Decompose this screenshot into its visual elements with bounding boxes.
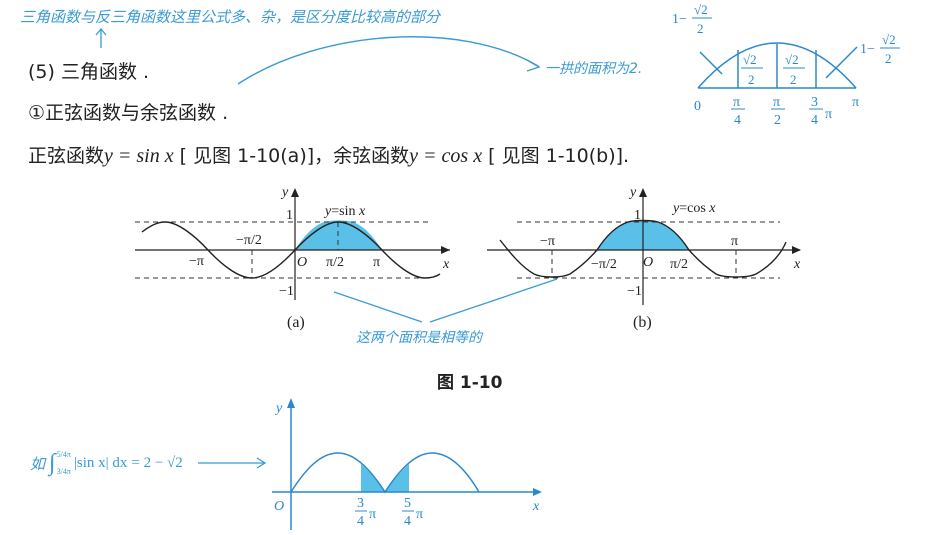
svg-text:O: O — [643, 255, 653, 270]
abs-sine-shaded-area — [361, 464, 409, 492]
svg-text:x: x — [442, 257, 450, 272]
svg-text:y: y — [280, 185, 289, 200]
svg-text:2: 2 — [790, 72, 797, 87]
svg-text:π: π — [773, 95, 780, 110]
x-axis-arrow-icon — [441, 246, 450, 254]
svg-text:2: 2 — [748, 72, 755, 87]
svg-text:π/2: π/2 — [670, 257, 688, 272]
svg-text:−π/2: −π/2 — [591, 257, 617, 272]
svg-text:y: y — [628, 185, 637, 200]
section-heading: (5) 三角函数 . — [28, 61, 150, 83]
svg-text:1: 1 — [286, 208, 293, 223]
subsection-heading: ①正弦函数与余弦函数 . — [28, 102, 229, 124]
svg-text:π/2: π/2 — [326, 255, 344, 270]
curved-arrow-icon — [237, 36, 541, 85]
y-axis-arrow-icon — [287, 398, 295, 408]
svg-text:4: 4 — [404, 514, 411, 529]
svg-text:√2: √2 — [882, 32, 896, 47]
sentence-ref2: [ 见图 1-10(b)]. — [488, 145, 630, 167]
arch-area-annotation: 一拱的面积为2. — [545, 61, 643, 77]
svg-text:4: 4 — [734, 113, 741, 128]
svg-text:π: π — [731, 234, 738, 249]
svg-text:−1: −1 — [279, 284, 294, 299]
svg-text:5: 5 — [404, 496, 411, 511]
up-arrow-icon — [95, 27, 107, 48]
svg-text:2: 2 — [697, 21, 704, 36]
panel-a-caption: (a) — [287, 314, 305, 331]
cosine-equation: y = cos x — [409, 145, 483, 167]
y-axis-arrow-icon — [291, 188, 299, 197]
svg-text:O: O — [297, 255, 307, 270]
panel-b-caption: (b) — [633, 314, 652, 331]
integral-annotation: 如 ∫ 5/4π 3/4π |sin x| dx = 2 − √2 — [30, 450, 183, 476]
arch-right-label: 1− — [860, 42, 875, 57]
cosine-curve — [499, 219, 787, 278]
arch-left-label: 1− — [672, 12, 687, 27]
svg-text:π: π — [852, 95, 859, 110]
equal-area-annotation: 这两个面积是相等的 — [356, 330, 482, 346]
svg-text:3: 3 — [357, 496, 364, 511]
integral-bounds: 5/4π 3/4π — [56, 450, 71, 476]
svg-text:−π: −π — [189, 254, 204, 269]
svg-text:π: π — [825, 107, 832, 122]
svg-text:y=cos x: y=cos x — [671, 201, 716, 216]
description-sentence: 正弦函数y = sin x [ 见图 1-10(a)]，余弦函数y = cos … — [28, 141, 629, 168]
svg-text:4: 4 — [811, 113, 818, 128]
y-axis-arrow-icon — [639, 188, 647, 197]
integral-sign-icon: ∫ — [49, 450, 56, 476]
abs-sine-curve — [290, 452, 480, 494]
svg-text:2: 2 — [885, 51, 892, 66]
svg-text:√2: √2 — [694, 2, 708, 17]
svg-text:4: 4 — [357, 514, 364, 529]
sine-curve — [141, 221, 441, 279]
pointer-lines — [333, 278, 558, 323]
arch-mid-label-1: √2 — [743, 52, 757, 67]
svg-text:π: π — [369, 507, 376, 522]
svg-text:−1: −1 — [627, 284, 642, 299]
svg-text:2: 2 — [774, 113, 781, 128]
svg-text:x: x — [793, 257, 801, 272]
top-annotation: 三角函数与反三角函数这里公式多、杂，是区分度比较高的部分 — [20, 8, 441, 26]
svg-text:−π/2: −π/2 — [236, 233, 262, 248]
figure-title: 图 1-10 — [437, 373, 503, 393]
svg-text:O: O — [274, 499, 284, 514]
svg-text:π: π — [373, 255, 380, 270]
svg-text:y: y — [274, 401, 283, 416]
svg-text:x: x — [532, 499, 540, 514]
svg-text:π: π — [733, 95, 740, 110]
x-axis-arrow-icon — [533, 488, 542, 496]
integral-prefix: 如 — [30, 454, 46, 473]
integral-result: = 2 − √2 — [131, 454, 183, 471]
svg-text:−π: −π — [540, 234, 555, 249]
svg-text:y=sin x: y=sin x — [323, 204, 366, 219]
svg-text:3: 3 — [811, 95, 818, 110]
svg-text:π: π — [416, 507, 423, 522]
arch-mid-label-2: √2 — [785, 52, 799, 67]
right-arrow-icon — [198, 457, 267, 469]
sentence-part1: 正弦函数 — [28, 145, 105, 167]
x-axis-arrow-icon — [792, 246, 801, 254]
integrand: |sin x| dx — [73, 454, 128, 471]
svg-text:1: 1 — [634, 208, 641, 223]
sentence-ref1: [ 见图 1-10(a)]，余弦函数 — [179, 145, 410, 167]
arch-tick-0: 0 — [694, 99, 701, 114]
sine-equation: y = sin x — [104, 145, 174, 167]
